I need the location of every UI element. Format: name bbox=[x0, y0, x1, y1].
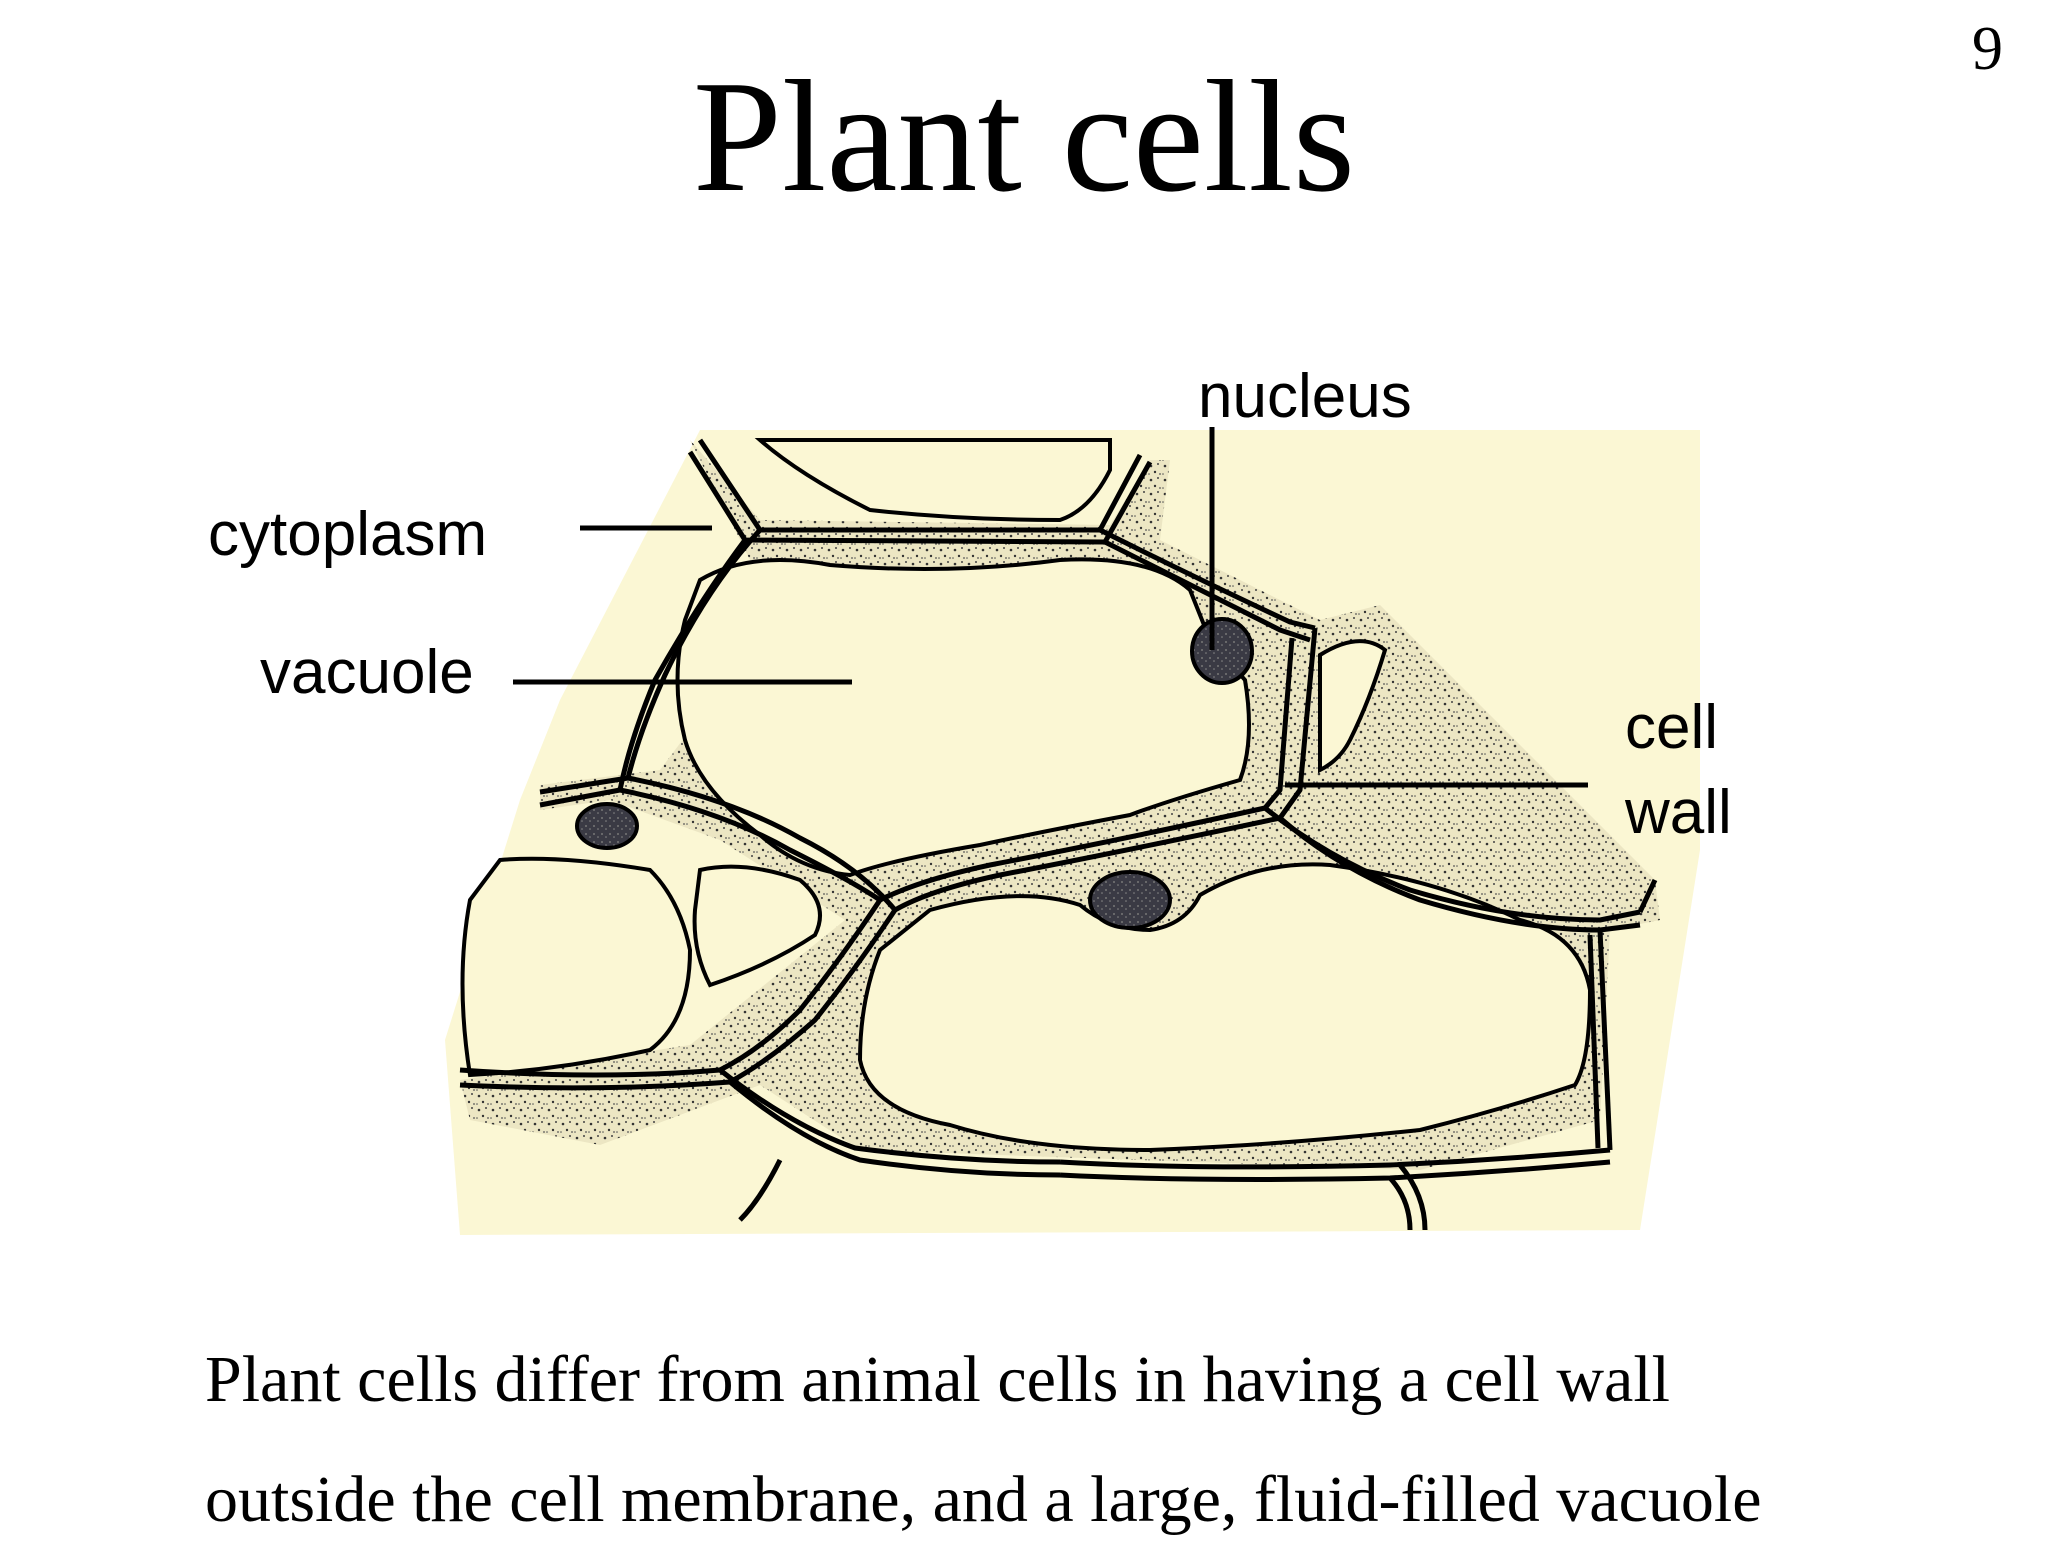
caption-line2: outside the cell membrane, and a large, … bbox=[205, 1463, 1762, 1536]
vacuole-left bbox=[460, 856, 693, 1078]
vacuole-top bbox=[754, 438, 1112, 523]
nucleus-center bbox=[1088, 870, 1172, 930]
label-cytoplasm: cytoplasm bbox=[208, 500, 488, 569]
label-nucleus: nucleus bbox=[1198, 362, 1412, 431]
label-vacuole: vacuole bbox=[260, 638, 474, 707]
vacuole-right bbox=[1318, 639, 1388, 774]
caption: Plant cells differ from animal cells in … bbox=[205, 1320, 2035, 1560]
label-cell-wall-line1: cell bbox=[1625, 693, 1719, 762]
nucleus-left bbox=[575, 802, 639, 850]
leader-lines bbox=[513, 427, 1588, 788]
slide-number: 9 bbox=[1972, 15, 2003, 83]
vacuole-lower bbox=[857, 862, 1593, 1153]
label-cell-wall: cell wall bbox=[1625, 685, 1732, 855]
label-cell-wall-line2: wall bbox=[1625, 778, 1732, 847]
cell-walls bbox=[459, 438, 1658, 1231]
slide-title: Plant cells bbox=[692, 47, 1356, 225]
vacuole-small-left bbox=[692, 864, 822, 988]
nucleus-upper bbox=[1190, 617, 1254, 685]
caption-line1: Plant cells differ from animal cells in … bbox=[205, 1343, 1670, 1416]
